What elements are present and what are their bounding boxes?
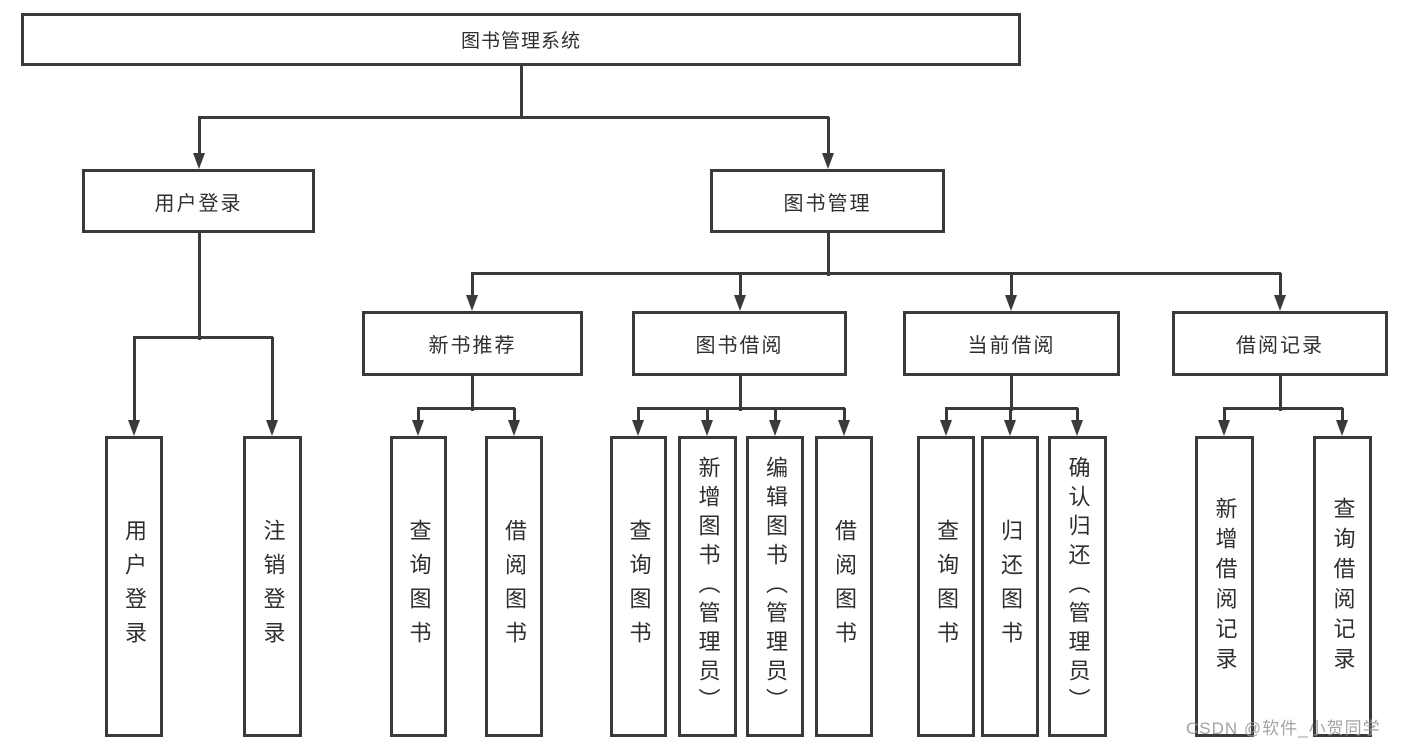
leaf-borrow-book-label: 借阅图书 <box>832 518 857 655</box>
leaf-add-borrow-record: 新增借阅记录 <box>1195 436 1254 737</box>
connector-line <box>1279 273 1282 296</box>
connector-line <box>1279 376 1282 411</box>
watermark-text: CSDN @软件_小贺同学 <box>1186 719 1381 738</box>
connector-line <box>198 117 201 156</box>
leaf-search-borrow-record-label: 查询借阅记录 <box>1330 496 1356 677</box>
leaf-add-book-admin: 新增图书（管理员） <box>678 436 737 737</box>
arrow-down-icon <box>266 420 278 436</box>
connector-line <box>471 273 474 296</box>
node-user-login: 用户登录 <box>82 169 315 233</box>
leaf-search-book-recommend: 查询图书 <box>390 436 447 737</box>
connector-line <box>1009 408 1012 421</box>
node-user-login-label: 用户登录 <box>154 192 243 215</box>
node-new-book-recommend-label: 新书推荐 <box>428 335 517 357</box>
leaf-search-book-borrow-label: 查询图书 <box>626 518 652 655</box>
connector-line <box>843 408 846 421</box>
arrow-down-icon <box>1336 420 1348 436</box>
leaf-search-book-current-label: 查询图书 <box>934 518 959 655</box>
connector-line <box>637 407 845 410</box>
arrow-down-icon <box>466 295 478 311</box>
arrow-down-icon <box>822 153 834 169</box>
leaf-user-login-label: 用户登录 <box>122 518 147 655</box>
node-book-borrow: 图书借阅 <box>632 311 847 376</box>
node-current-borrow-label: 当前借阅 <box>967 335 1056 357</box>
connector-line <box>520 66 523 118</box>
node-book-management: 图书管理 <box>710 169 945 233</box>
arrow-down-icon <box>769 420 781 436</box>
connector-line <box>1223 407 1343 410</box>
connector-line <box>271 337 274 421</box>
connector-line <box>1341 408 1344 421</box>
leaf-return-book-label: 归还图书 <box>998 518 1023 655</box>
arrow-down-icon <box>1218 420 1230 436</box>
leaf-borrow-book-recommend-label: 借阅图书 <box>502 518 527 655</box>
connector-line <box>1010 376 1013 411</box>
leaf-logout-login-label: 注销登录 <box>260 518 286 655</box>
node-book-management-label: 图书管理 <box>783 192 872 215</box>
connector-line <box>198 116 829 119</box>
connector-line <box>945 407 1078 410</box>
connector-line <box>417 407 515 410</box>
leaf-confirm-return-admin-label: 确认归还（管理员） <box>1065 456 1091 717</box>
leaf-return-book: 归还图书 <box>981 436 1039 737</box>
node-current-borrow: 当前借阅 <box>903 311 1120 376</box>
leaf-add-book-admin-label: 新增图书（管理员） <box>695 456 721 717</box>
leaf-confirm-return-admin: 确认归还（管理员） <box>1048 436 1107 737</box>
connector-line <box>739 273 742 296</box>
arrow-down-icon <box>1005 295 1017 311</box>
connector-line <box>417 408 420 421</box>
arrow-down-icon <box>193 153 205 169</box>
leaf-borrow-book: 借阅图书 <box>815 436 873 737</box>
node-borrow-record-label: 借阅记录 <box>1236 335 1324 357</box>
connector-line <box>513 408 516 421</box>
node-new-book-recommend: 新书推荐 <box>362 311 583 376</box>
leaf-search-book-current: 查询图书 <box>917 436 975 737</box>
leaf-user-login: 用户登录 <box>105 436 163 737</box>
connector-line <box>471 376 474 411</box>
connector-line <box>1223 408 1226 421</box>
node-root: 图书管理系统 <box>21 13 1021 66</box>
arrow-down-icon <box>1071 420 1083 436</box>
node-root-label: 图书管理系统 <box>460 31 581 52</box>
arrow-down-icon <box>838 420 850 436</box>
leaf-search-book-recommend-label: 查询图书 <box>406 518 432 655</box>
node-book-borrow-label: 图书借阅 <box>695 335 784 357</box>
node-borrow-record: 借阅记录 <box>1172 311 1388 376</box>
arrow-down-icon <box>940 420 952 436</box>
connector-line <box>133 337 136 421</box>
arrow-down-icon <box>734 295 746 311</box>
connector-line <box>827 117 830 156</box>
connector-line <box>1010 273 1013 296</box>
arrow-down-icon <box>632 420 644 436</box>
arrow-down-icon <box>701 420 713 436</box>
connector-line <box>945 408 948 421</box>
leaf-search-book-borrow: 查询图书 <box>610 436 667 737</box>
leaf-logout-login: 注销登录 <box>243 436 302 737</box>
connector-line <box>706 408 709 421</box>
connector-line <box>198 233 201 340</box>
connector-line <box>637 408 640 421</box>
connector-line <box>739 376 742 411</box>
connector-line <box>1076 408 1079 421</box>
leaf-edit-book-admin: 编辑图书（管理员） <box>746 436 804 737</box>
connector-line <box>471 272 1281 275</box>
connector-line <box>827 233 830 276</box>
connector-line <box>774 408 777 421</box>
leaf-edit-book-admin-label: 编辑图书（管理员） <box>763 456 788 717</box>
arrow-down-icon <box>1274 295 1286 311</box>
connector-line <box>133 336 273 339</box>
arrow-down-icon <box>508 420 520 436</box>
arrow-down-icon <box>1004 420 1016 436</box>
leaf-search-borrow-record: 查询借阅记录 <box>1313 436 1372 737</box>
arrow-down-icon <box>128 420 140 436</box>
leaf-add-borrow-record-label: 新增借阅记录 <box>1212 496 1238 677</box>
arrow-down-icon <box>412 420 424 436</box>
leaf-borrow-book-recommend: 借阅图书 <box>485 436 543 737</box>
